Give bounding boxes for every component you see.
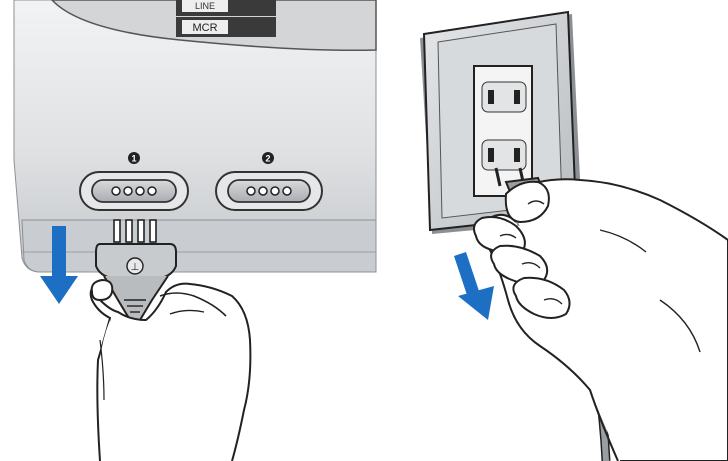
label-box-line: LINE (176, 0, 276, 16)
port-2[interactable] (216, 172, 322, 210)
hand-icon-right (474, 179, 728, 461)
label-box-mcr: MCR (176, 17, 276, 37)
port-1-number-badge: 1 (128, 152, 140, 164)
panel-base (22, 220, 376, 272)
mcr-label: MCR (192, 22, 217, 34)
port-1[interactable] (80, 172, 188, 210)
svg-text:LINE: LINE (195, 1, 215, 11)
port-2-number-badge: 2 (262, 152, 274, 164)
svg-text:1: 1 (131, 154, 136, 164)
down-arrow-icon-right (454, 252, 494, 320)
plug-symbol: ⊥ (131, 262, 140, 273)
svg-text:2: 2 (265, 154, 270, 164)
hand-icon (91, 280, 251, 461)
device-panel (14, 0, 376, 272)
